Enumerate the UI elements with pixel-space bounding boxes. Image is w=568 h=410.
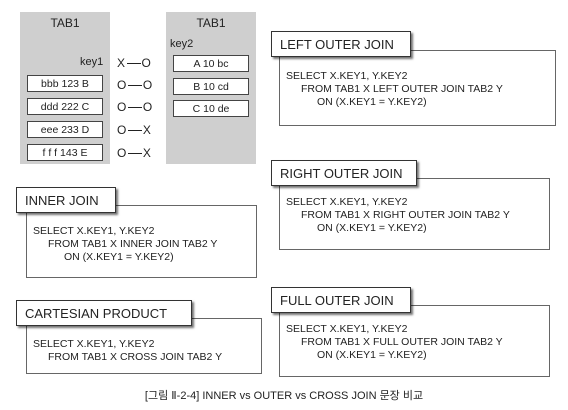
figure-caption: [그림 Ⅱ-2-4] INNER vs OUTER vs CROSS JOIN … [144, 390, 424, 402]
right-outer-join-sql: SELECT X.KEY1, Y.KEY2 FROM TAB1 X RIGHT … [279, 178, 550, 250]
left-outer-join-sql: SELECT X.KEY1, Y.KEY2 FROM TAB1 X LEFT O… [279, 50, 556, 126]
full-outer-join-title: FULL OUTER JOIN [271, 287, 411, 313]
table-tab1-key-label: key1 [80, 56, 104, 68]
cartesian-product-title: CARTESIAN PRODUCT [16, 300, 192, 326]
cartesian-product-sql: SELECT X.KEY1, Y.KEY2 FROM TAB1 X CROSS … [26, 318, 262, 374]
inner-join-title: INNER JOIN [16, 187, 116, 213]
table-tab2-title: TAB1 [196, 16, 226, 30]
table-tab1-row: f f f 143 E [27, 144, 103, 161]
table-tab2-row: C 10 de [173, 100, 249, 117]
table-tab2-row: A 10 bc [173, 55, 249, 72]
table-tab2-row: B 10 cd [173, 78, 249, 95]
inner-join-sql: SELECT X.KEY1, Y.KEY2 FROM TAB1 X INNER … [26, 205, 257, 278]
table-tab1-row: eee 233 D [27, 121, 103, 138]
full-outer-join-sql: SELECT X.KEY1, Y.KEY2 FROM TAB1 X FULL O… [279, 305, 550, 377]
table-tab1-title: TAB1 [50, 16, 80, 30]
table-tab1-row: ddd 222 C [27, 98, 103, 115]
table-tab2-key-label: key2 [170, 38, 194, 50]
right-outer-join-title: RIGHT OUTER JOIN [271, 160, 417, 186]
left-outer-join-title: LEFT OUTER JOIN [271, 31, 411, 57]
table-tab1-row: bbb 123 B [27, 75, 103, 92]
